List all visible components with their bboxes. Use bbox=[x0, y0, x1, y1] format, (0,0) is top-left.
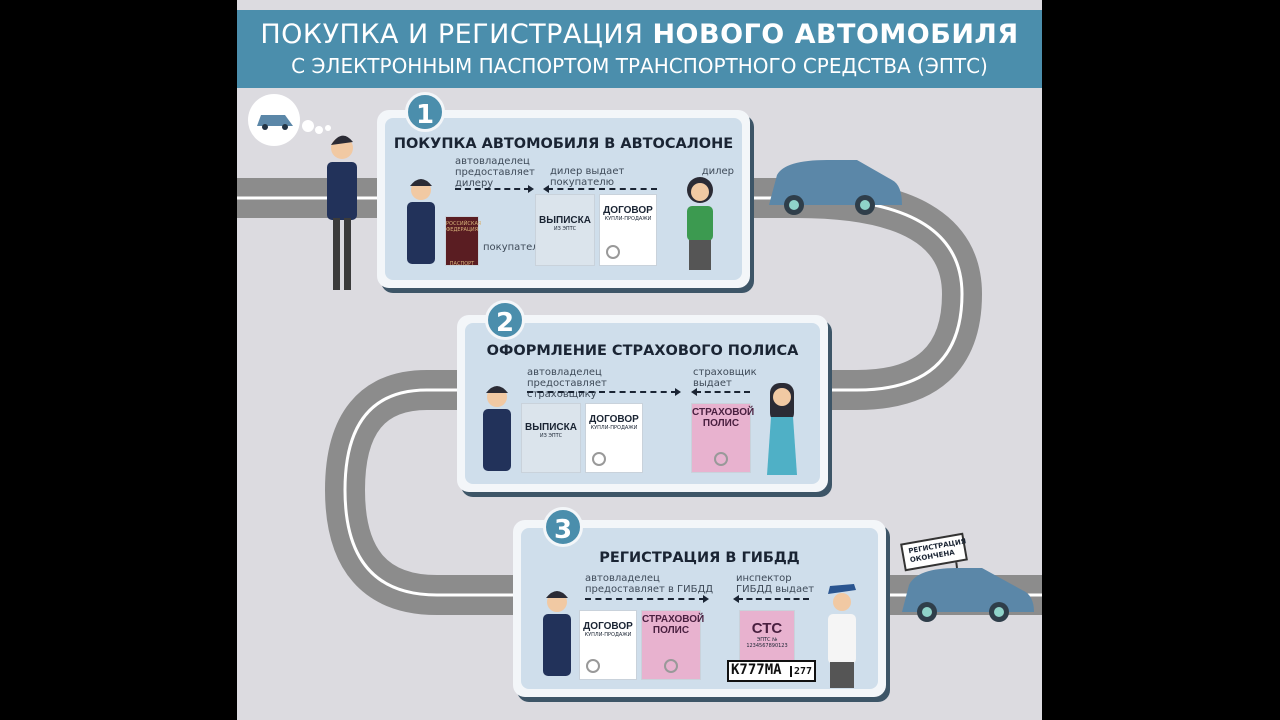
seal-icon bbox=[664, 659, 678, 673]
page-title: ПОКУПКА И РЕГИСТРАЦИЯ НОВОГО АВТОМОБИЛЯ bbox=[237, 10, 1042, 49]
doc-title: ДОГОВОР bbox=[589, 414, 639, 425]
doc-title: СТРАХОВОЙ ПОЛИС bbox=[642, 614, 705, 636]
doc-sub: КУПЛИ-ПРОДАЖИ bbox=[590, 425, 638, 431]
owner-figure bbox=[543, 591, 571, 676]
step-2-card: ОФОРМЛЕНИЕ СТРАХОВОГО ПОЛИСА автовладеле… bbox=[457, 315, 828, 492]
step-title: ПОКУПКА АВТОМОБИЛЯ В АВТОСАЛОНЕ bbox=[393, 136, 734, 152]
doc-sub: ЭПТС № 1234567890123 bbox=[746, 637, 788, 649]
step-1-number: 1 bbox=[405, 92, 445, 132]
doc-sub: КУПЛИ-ПРОДАЖИ bbox=[584, 632, 632, 638]
step-2-number: 2 bbox=[485, 300, 525, 340]
road bbox=[237, 94, 1042, 622]
step-1-card: ПОКУПКА АВТОМОБИЛЯ В АВТОСАЛОНЕ автовлад… bbox=[377, 110, 750, 288]
doc-policy: СТРАХОВОЙ ПОЛИС bbox=[691, 403, 755, 473]
dealer-label: дилер bbox=[701, 166, 734, 177]
step-title: РЕГИСТРАЦИЯ В ГИБДД bbox=[599, 550, 800, 566]
plate-region: 277 bbox=[790, 666, 813, 677]
thought-bubble-car bbox=[248, 94, 331, 146]
left-label: автовладелец предоставляет дилеру bbox=[455, 156, 535, 189]
doc-sub: КУПЛИ-ПРОДАЖИ bbox=[604, 216, 652, 222]
arrow-right bbox=[585, 595, 709, 603]
step-title: ОФОРМЛЕНИЕ СТРАХОВОГО ПОЛИСА bbox=[486, 343, 799, 359]
doc-sub: ИЗ ЭПТС bbox=[553, 226, 577, 232]
left-label: автовладелец предоставляет страховщику bbox=[527, 367, 607, 400]
page-header: ПОКУПКА И РЕГИСТРАЦИЯ НОВОГО АВТОМОБИЛЯ … bbox=[237, 10, 1042, 88]
title-regular: ПОКУПКА И РЕГИСТРАЦИЯ bbox=[260, 19, 653, 50]
passport: РОССИЙСКАЯ ФЕДЕРАЦИЯ ПАСПОРТ bbox=[445, 216, 482, 267]
arrow-right bbox=[455, 185, 534, 193]
car-top bbox=[769, 160, 902, 215]
right-label: страховщик выдает bbox=[693, 367, 757, 389]
seal-icon bbox=[714, 452, 728, 466]
doc-title: СТРАХОВОЙ ПОЛИС bbox=[692, 407, 755, 429]
arrow-left bbox=[733, 595, 809, 603]
doc-title: ДОГОВОР bbox=[583, 621, 633, 632]
arrow-right bbox=[527, 388, 681, 396]
right-label: дилер выдает покупателю bbox=[550, 166, 625, 188]
doc-title: ВЫПИСКА bbox=[525, 422, 577, 433]
page-subtitle: С ЭЛЕКТРОННЫМ ПАСПОРТОМ ТРАНСПОРТНОГО СР… bbox=[291, 54, 988, 78]
step-3-number: 3 bbox=[543, 507, 583, 547]
arrow-left bbox=[543, 185, 657, 193]
man-figure bbox=[327, 135, 357, 290]
doc-policy: СТРАХОВОЙ ПОЛИС bbox=[641, 610, 705, 680]
left-label: автовладелец предоставляет в ГИБДД bbox=[585, 573, 714, 595]
doc-title: ДОГОВОР bbox=[603, 205, 653, 216]
seal-icon bbox=[606, 245, 620, 259]
buyer-label: покупатель bbox=[483, 242, 545, 253]
buyer-figure bbox=[407, 179, 435, 264]
dealer-figure bbox=[687, 177, 713, 270]
inspector-figure bbox=[828, 584, 856, 688]
arrow-left bbox=[691, 388, 750, 396]
car-finish bbox=[902, 551, 1034, 622]
right-label: инспектор ГИБДД выдает bbox=[736, 573, 815, 595]
infographic: ПОКУПКА И РЕГИСТРАЦИЯ НОВОГО АВТОМОБИЛЯ … bbox=[237, 0, 1042, 720]
owner-figure bbox=[483, 386, 511, 471]
doc-title: ВЫПИСКА bbox=[539, 215, 591, 226]
step-3-card: РЕГИСТРАЦИЯ В ГИБДД автовладелец предост… bbox=[513, 520, 886, 697]
doc-sub: ИЗ ЭПТС bbox=[539, 433, 563, 439]
passport-top: РОССИЙСКАЯ ФЕДЕРАЦИЯ bbox=[446, 221, 482, 233]
seal-icon bbox=[586, 659, 600, 673]
passport-bottom: ПАСПОРТ bbox=[449, 261, 475, 267]
title-bold: НОВОГО АВТОМОБИЛЯ bbox=[652, 19, 1019, 50]
plate-number: К777МА bbox=[731, 662, 782, 678]
seal-icon bbox=[592, 452, 606, 466]
insurer-figure bbox=[767, 383, 797, 475]
doc-title: СТС bbox=[751, 620, 783, 637]
license-plate: К777МА 277 bbox=[727, 660, 817, 682]
